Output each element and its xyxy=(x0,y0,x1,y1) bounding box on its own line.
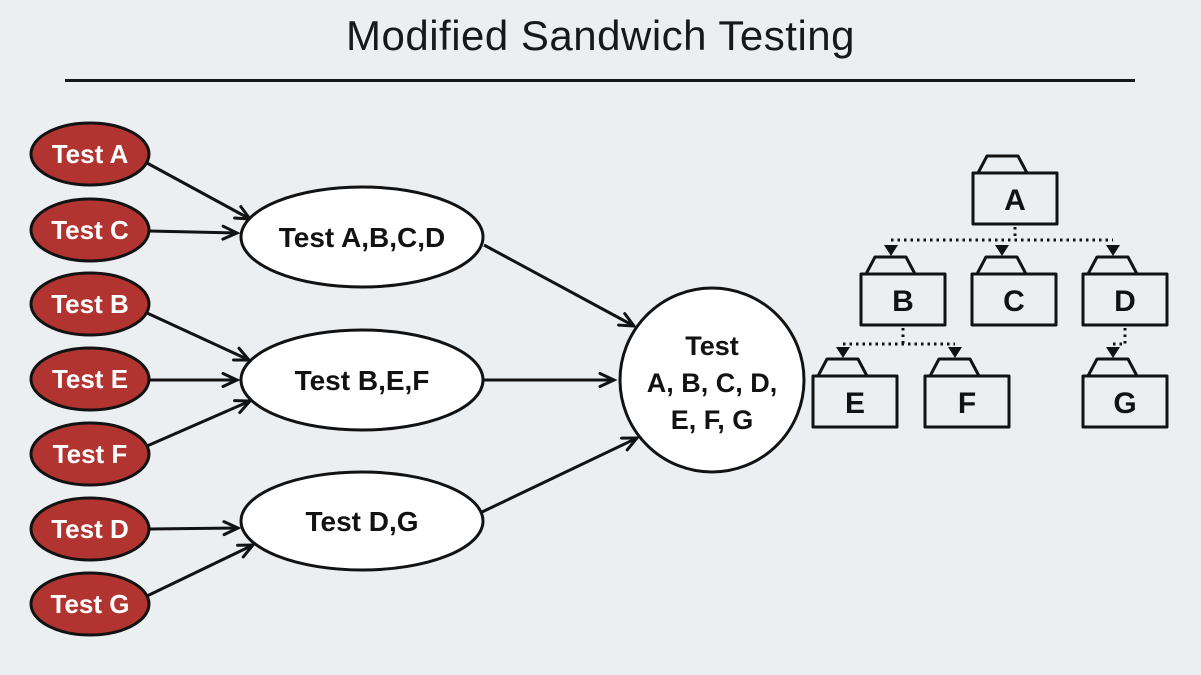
arrow-group3-to-system xyxy=(481,436,641,514)
unit-test-node-b: Test B xyxy=(29,271,151,337)
folder-icon xyxy=(864,255,917,276)
unit-ellipse xyxy=(29,496,151,562)
folder-label: C xyxy=(1003,285,1025,318)
folder-icon xyxy=(976,154,1029,175)
integration-test-label: Test B,E,F xyxy=(295,365,430,396)
arrowhead-to-g xyxy=(1106,347,1120,358)
unit-test-node-d: Test D xyxy=(29,496,151,562)
arrow-test-d-to-group3 xyxy=(148,520,242,537)
tree-connectors xyxy=(836,227,1127,358)
unit-ellipse xyxy=(29,421,151,487)
unit-ellipse xyxy=(29,271,151,337)
system-circle xyxy=(618,286,806,474)
unit-ellipse xyxy=(29,121,151,187)
page-title: Modified Sandwich Testing xyxy=(345,12,855,59)
integration-test-node-1: Test A,B,C,D xyxy=(239,185,485,289)
arrowhead-to-c xyxy=(995,245,1009,256)
folder-body xyxy=(1081,272,1169,327)
system-test-label-line1: Test xyxy=(685,331,739,361)
unit-test-label: Test G xyxy=(51,589,130,619)
folder-label: B xyxy=(892,285,914,318)
arrow-test-a-to-group1 xyxy=(146,161,254,221)
unit-test-node-g: Test G xyxy=(29,571,151,637)
system-test-node: Test A, B, C, D, E, F, G xyxy=(618,286,806,474)
unit-test-label: Test A xyxy=(52,139,129,169)
folder-icon xyxy=(928,357,981,378)
folder-label: G xyxy=(1113,387,1136,420)
folder-icon xyxy=(816,357,869,378)
unit-test-node-f: Test F xyxy=(29,421,151,487)
folder-icon xyxy=(1086,255,1139,276)
arrowhead-to-d xyxy=(1106,245,1120,256)
integration-test-label: Test D,G xyxy=(305,506,418,537)
unit-test-label: Test F xyxy=(53,439,128,469)
unit-test-node-e: Test E xyxy=(29,346,151,412)
unit-test-label: Test E xyxy=(52,364,128,394)
unit-test-label: Test B xyxy=(51,289,129,319)
arrowhead-to-f xyxy=(948,347,962,358)
folder-label: F xyxy=(958,387,976,420)
unit-test-label: Test D xyxy=(51,514,129,544)
system-test-label-line2: A, B, C, D, xyxy=(647,368,778,398)
folder-f: F xyxy=(923,357,1011,429)
edges-integration-to-system xyxy=(481,243,641,514)
integration-test-node-2: Test B,E,F xyxy=(239,328,485,432)
edges-unit-to-integration xyxy=(146,161,257,598)
arrow-test-g-to-group3 xyxy=(146,543,257,598)
folder-icon xyxy=(1086,357,1139,378)
folder-body xyxy=(859,272,947,327)
title-underline xyxy=(65,79,1135,82)
folder-label: A xyxy=(1004,184,1026,217)
unit-test-node-a: Test A xyxy=(29,121,151,187)
folder-a: A xyxy=(971,154,1059,226)
arrow-test-c-to-group1 xyxy=(148,224,241,241)
integration-test-node-3: Test D,G xyxy=(239,470,485,572)
unit-ellipse xyxy=(29,197,151,263)
folder-body xyxy=(923,374,1011,429)
folder-body xyxy=(970,272,1058,327)
arrow-test-b-to-group2 xyxy=(146,311,253,362)
folder-body xyxy=(1081,374,1169,429)
arrow-group1-to-system xyxy=(483,243,638,328)
folder-g: G xyxy=(1081,357,1169,429)
unit-ellipse xyxy=(29,571,151,637)
folder-label: D xyxy=(1114,285,1136,318)
arrow-test-f-to-group2 xyxy=(146,399,254,448)
folder-d: D xyxy=(1081,255,1169,327)
system-test-label-line3: E, F, G xyxy=(671,405,754,435)
folder-body xyxy=(971,171,1059,226)
folder-e: E xyxy=(811,357,899,429)
integration-test-label: Test A,B,C,D xyxy=(279,222,445,253)
unit-test-label: Test C xyxy=(51,215,129,245)
folder-icon xyxy=(975,255,1028,276)
unit-test-node-c: Test C xyxy=(29,197,151,263)
unit-ellipse xyxy=(29,346,151,412)
integration-ellipse xyxy=(239,470,485,572)
arrowhead-to-b xyxy=(884,245,898,256)
integration-ellipse xyxy=(239,185,485,289)
folder-label: E xyxy=(845,387,865,420)
integration-ellipse xyxy=(239,328,485,432)
folder-body xyxy=(811,374,899,429)
folder-c: C xyxy=(970,255,1058,327)
folder-b: B xyxy=(859,255,947,327)
arrowhead-to-e xyxy=(836,347,850,358)
